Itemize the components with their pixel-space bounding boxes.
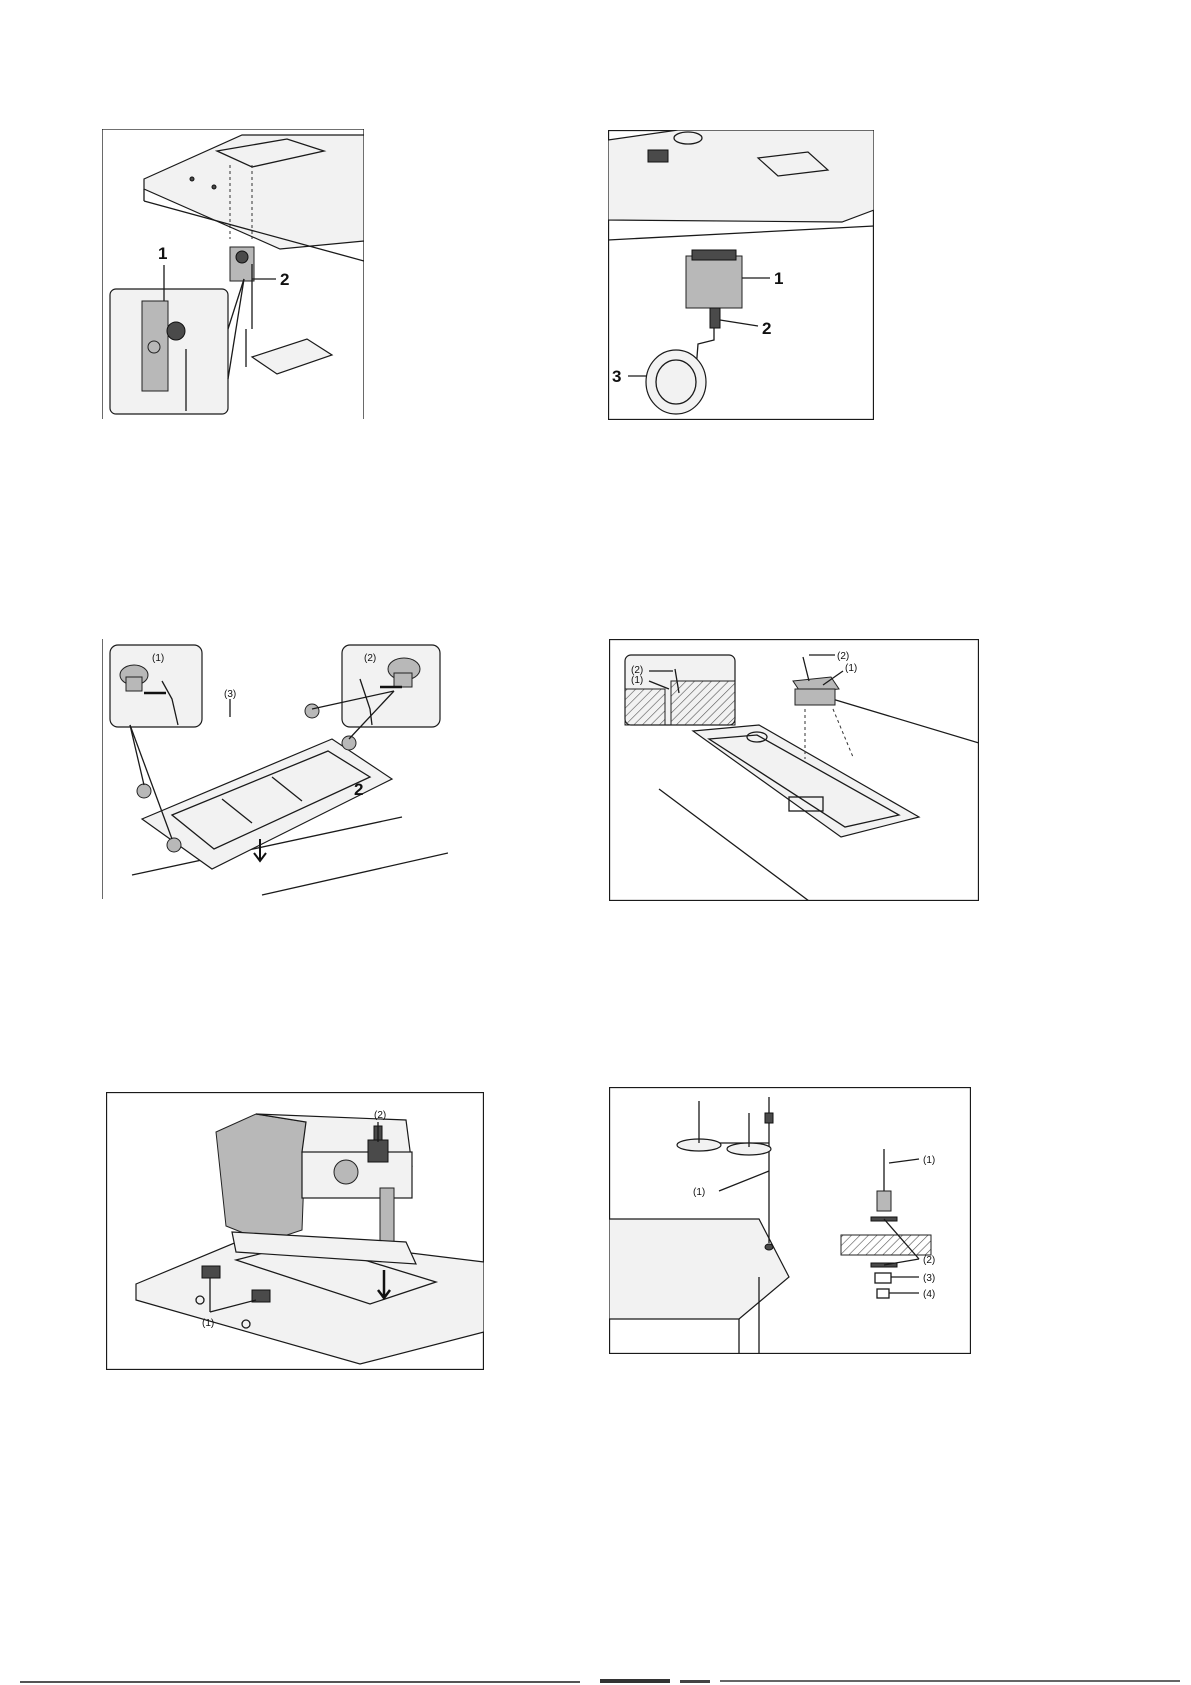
- label-2-leader: [884, 1259, 919, 1265]
- footer-fragment: [720, 1680, 1180, 1682]
- figure-4-hinge-rubber: (2) (1) (2) (1): [609, 639, 979, 901]
- figure-5-machine-head: (2) (1): [106, 1092, 484, 1370]
- hole: [190, 177, 194, 181]
- label-1: (1): [202, 1318, 214, 1329]
- machine-pillar: [216, 1114, 306, 1242]
- figure-2-drawing: 1 2 3: [608, 130, 874, 420]
- table-edge: [608, 226, 874, 240]
- label-1-exploded: (1): [923, 1155, 935, 1166]
- leader: [130, 725, 144, 785]
- guide-line: [833, 709, 853, 757]
- footer-rule: [20, 1681, 580, 1683]
- inset-hatch: [671, 681, 735, 725]
- inset-leader: [228, 279, 244, 379]
- label-1: 1: [158, 244, 167, 263]
- label-4: (4): [923, 1289, 935, 1300]
- bracket-bolt: [236, 251, 248, 263]
- footer-fragment: [680, 1680, 710, 1683]
- label-1: 1: [774, 269, 783, 288]
- label-3: 3: [612, 367, 621, 386]
- table-top: [609, 1219, 789, 1319]
- inset-cushion-base: [394, 673, 412, 687]
- thread-guide: [765, 1113, 773, 1123]
- mount-hole: [765, 1244, 773, 1250]
- mechanism-shaft: [710, 308, 720, 328]
- cushion: [137, 784, 151, 798]
- figure-6-thread-stand: (1) (1) (2) (3) (4): [609, 1087, 971, 1354]
- figure-4-drawing: (2) (1) (2) (1): [609, 639, 979, 901]
- hinge-pin: [803, 657, 809, 681]
- table-section: [841, 1235, 931, 1255]
- table-cutout: [693, 725, 919, 837]
- label-2-leader: [720, 320, 758, 326]
- inset-leader: [228, 279, 244, 329]
- figure-5-drawing: (2) (1): [106, 1092, 484, 1370]
- inset-cushion-base: [126, 677, 142, 691]
- cushion: [167, 838, 181, 852]
- screw-2: [368, 1140, 388, 1162]
- lock-washer: [875, 1273, 891, 1283]
- inset-box: [110, 289, 228, 414]
- label-3: (3): [923, 1273, 935, 1284]
- label-inset-1: (1): [152, 653, 164, 664]
- label-2: 2: [280, 270, 289, 289]
- figure-6-drawing: (1) (1) (2) (3) (4): [609, 1087, 971, 1354]
- label-inset-2: (2): [364, 653, 376, 664]
- figure-2-knee-lifter-assembly: 1 2 3: [608, 130, 874, 420]
- label-2: 2: [354, 780, 363, 799]
- hinge: [648, 150, 668, 162]
- label-1: (1): [845, 663, 857, 674]
- inset-nut: [148, 341, 160, 353]
- knee-pad: [252, 339, 332, 374]
- figure-1-knee-lifter: 1 2: [102, 129, 364, 419]
- table-top: [608, 130, 874, 222]
- cushion: [305, 704, 319, 718]
- exploded-rod-end: [877, 1191, 891, 1211]
- table-line: [262, 853, 448, 895]
- label-3: (3): [224, 689, 236, 700]
- hinge: [202, 1266, 220, 1278]
- label-2: (2): [374, 1110, 386, 1121]
- mechanism-top: [692, 250, 736, 260]
- balance-dial: [334, 1160, 358, 1184]
- label-1-leader: [719, 1171, 769, 1191]
- label-2: (2): [923, 1255, 935, 1266]
- footer-cut-text: [0, 1675, 1191, 1685]
- table-line: [819, 695, 979, 743]
- label-2: 2: [762, 319, 771, 338]
- table-line: [659, 789, 809, 901]
- figure-3-drawing: (1) (2) (3) 2: [102, 639, 448, 899]
- label-1-leader: [889, 1159, 919, 1163]
- footer-fragment: [600, 1679, 670, 1683]
- inset-hatch: [625, 689, 665, 725]
- hole: [212, 185, 216, 189]
- label-2: (2): [837, 651, 849, 662]
- table-top: [144, 135, 364, 249]
- inset-label-1: (1): [631, 675, 643, 686]
- nut: [877, 1289, 889, 1298]
- figure-3-oil-pan: (1) (2) (3) 2: [102, 639, 448, 899]
- mechanism-body: [686, 256, 742, 308]
- inset-bolt: [167, 322, 185, 340]
- hinge-block-body: [795, 689, 835, 705]
- label-1-stand: (1): [693, 1187, 705, 1198]
- figure-1-drawing: 1 2: [102, 129, 364, 419]
